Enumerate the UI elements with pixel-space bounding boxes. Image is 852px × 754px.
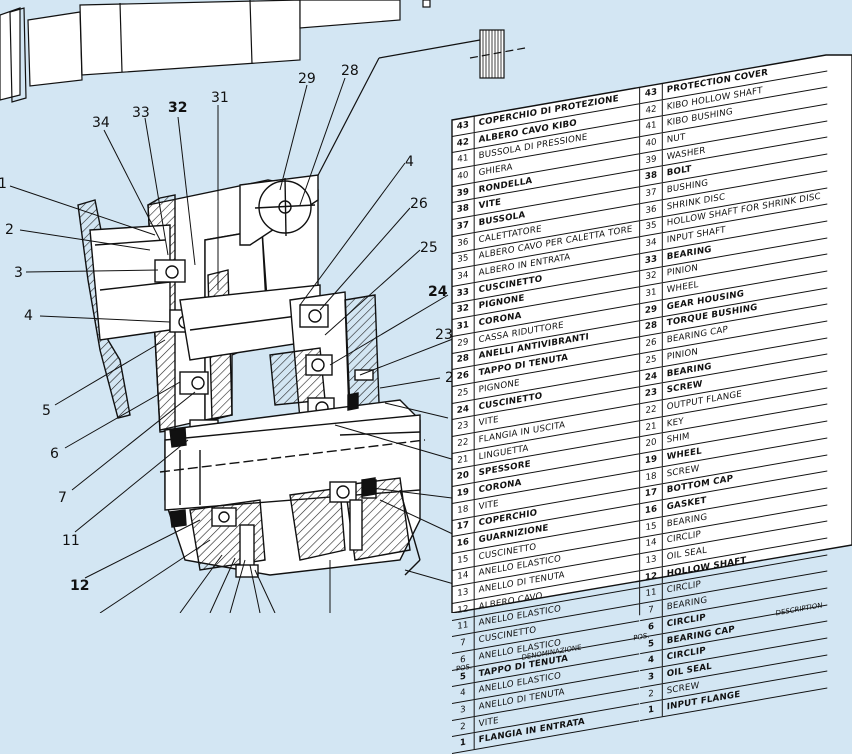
callout-12: 12 bbox=[70, 578, 89, 594]
part-name: VITE bbox=[478, 415, 499, 429]
part-name: NUT bbox=[666, 132, 686, 146]
callout-29: 29 bbox=[298, 71, 316, 87]
exploded-shaft-parts bbox=[0, 0, 526, 211]
part-name: VITE bbox=[478, 197, 502, 212]
callout-34: 34 bbox=[92, 115, 110, 131]
callout-25: 25 bbox=[420, 240, 438, 256]
callout-6: 6 bbox=[50, 446, 59, 462]
callout-4-left: 4 bbox=[24, 308, 33, 324]
callout-3: 3 bbox=[14, 265, 23, 281]
part-name: BOLT bbox=[666, 164, 692, 179]
callout-2: 2 bbox=[5, 222, 14, 238]
part-name: SHIM bbox=[666, 431, 690, 446]
callout-4-right: 4 bbox=[405, 154, 414, 170]
part-name: VITE bbox=[478, 715, 499, 729]
callout-5: 5 bbox=[42, 403, 51, 419]
callout-24: 24 bbox=[428, 284, 448, 300]
parts-table-frame bbox=[451, 54, 852, 613]
footer-pos-left: POS. bbox=[455, 662, 473, 674]
callout-31: 31 bbox=[211, 90, 229, 106]
leader-lines bbox=[9, 77, 483, 613]
callout-28: 28 bbox=[341, 63, 359, 79]
gearbox-exploded-drawing: 1 2 3 4 5 6 7 11 12 13 14 15 20 21 22 23… bbox=[0, 0, 852, 613]
part-name: KEY bbox=[666, 416, 684, 430]
callout-1: 1 bbox=[0, 176, 7, 192]
callout-11: 11 bbox=[62, 533, 80, 549]
footer-pos-right: POS. bbox=[633, 631, 650, 643]
callout-26: 26 bbox=[410, 196, 428, 212]
part-name: VITE bbox=[478, 498, 499, 513]
callout-7: 7 bbox=[58, 490, 67, 506]
callout-32: 32 bbox=[168, 100, 187, 116]
callout-33: 33 bbox=[132, 105, 150, 121]
part-position: 1 bbox=[452, 733, 475, 754]
gear-housing bbox=[77, 174, 426, 578]
callout-23: 23 bbox=[435, 327, 453, 343]
part-position: 1 bbox=[640, 700, 663, 721]
